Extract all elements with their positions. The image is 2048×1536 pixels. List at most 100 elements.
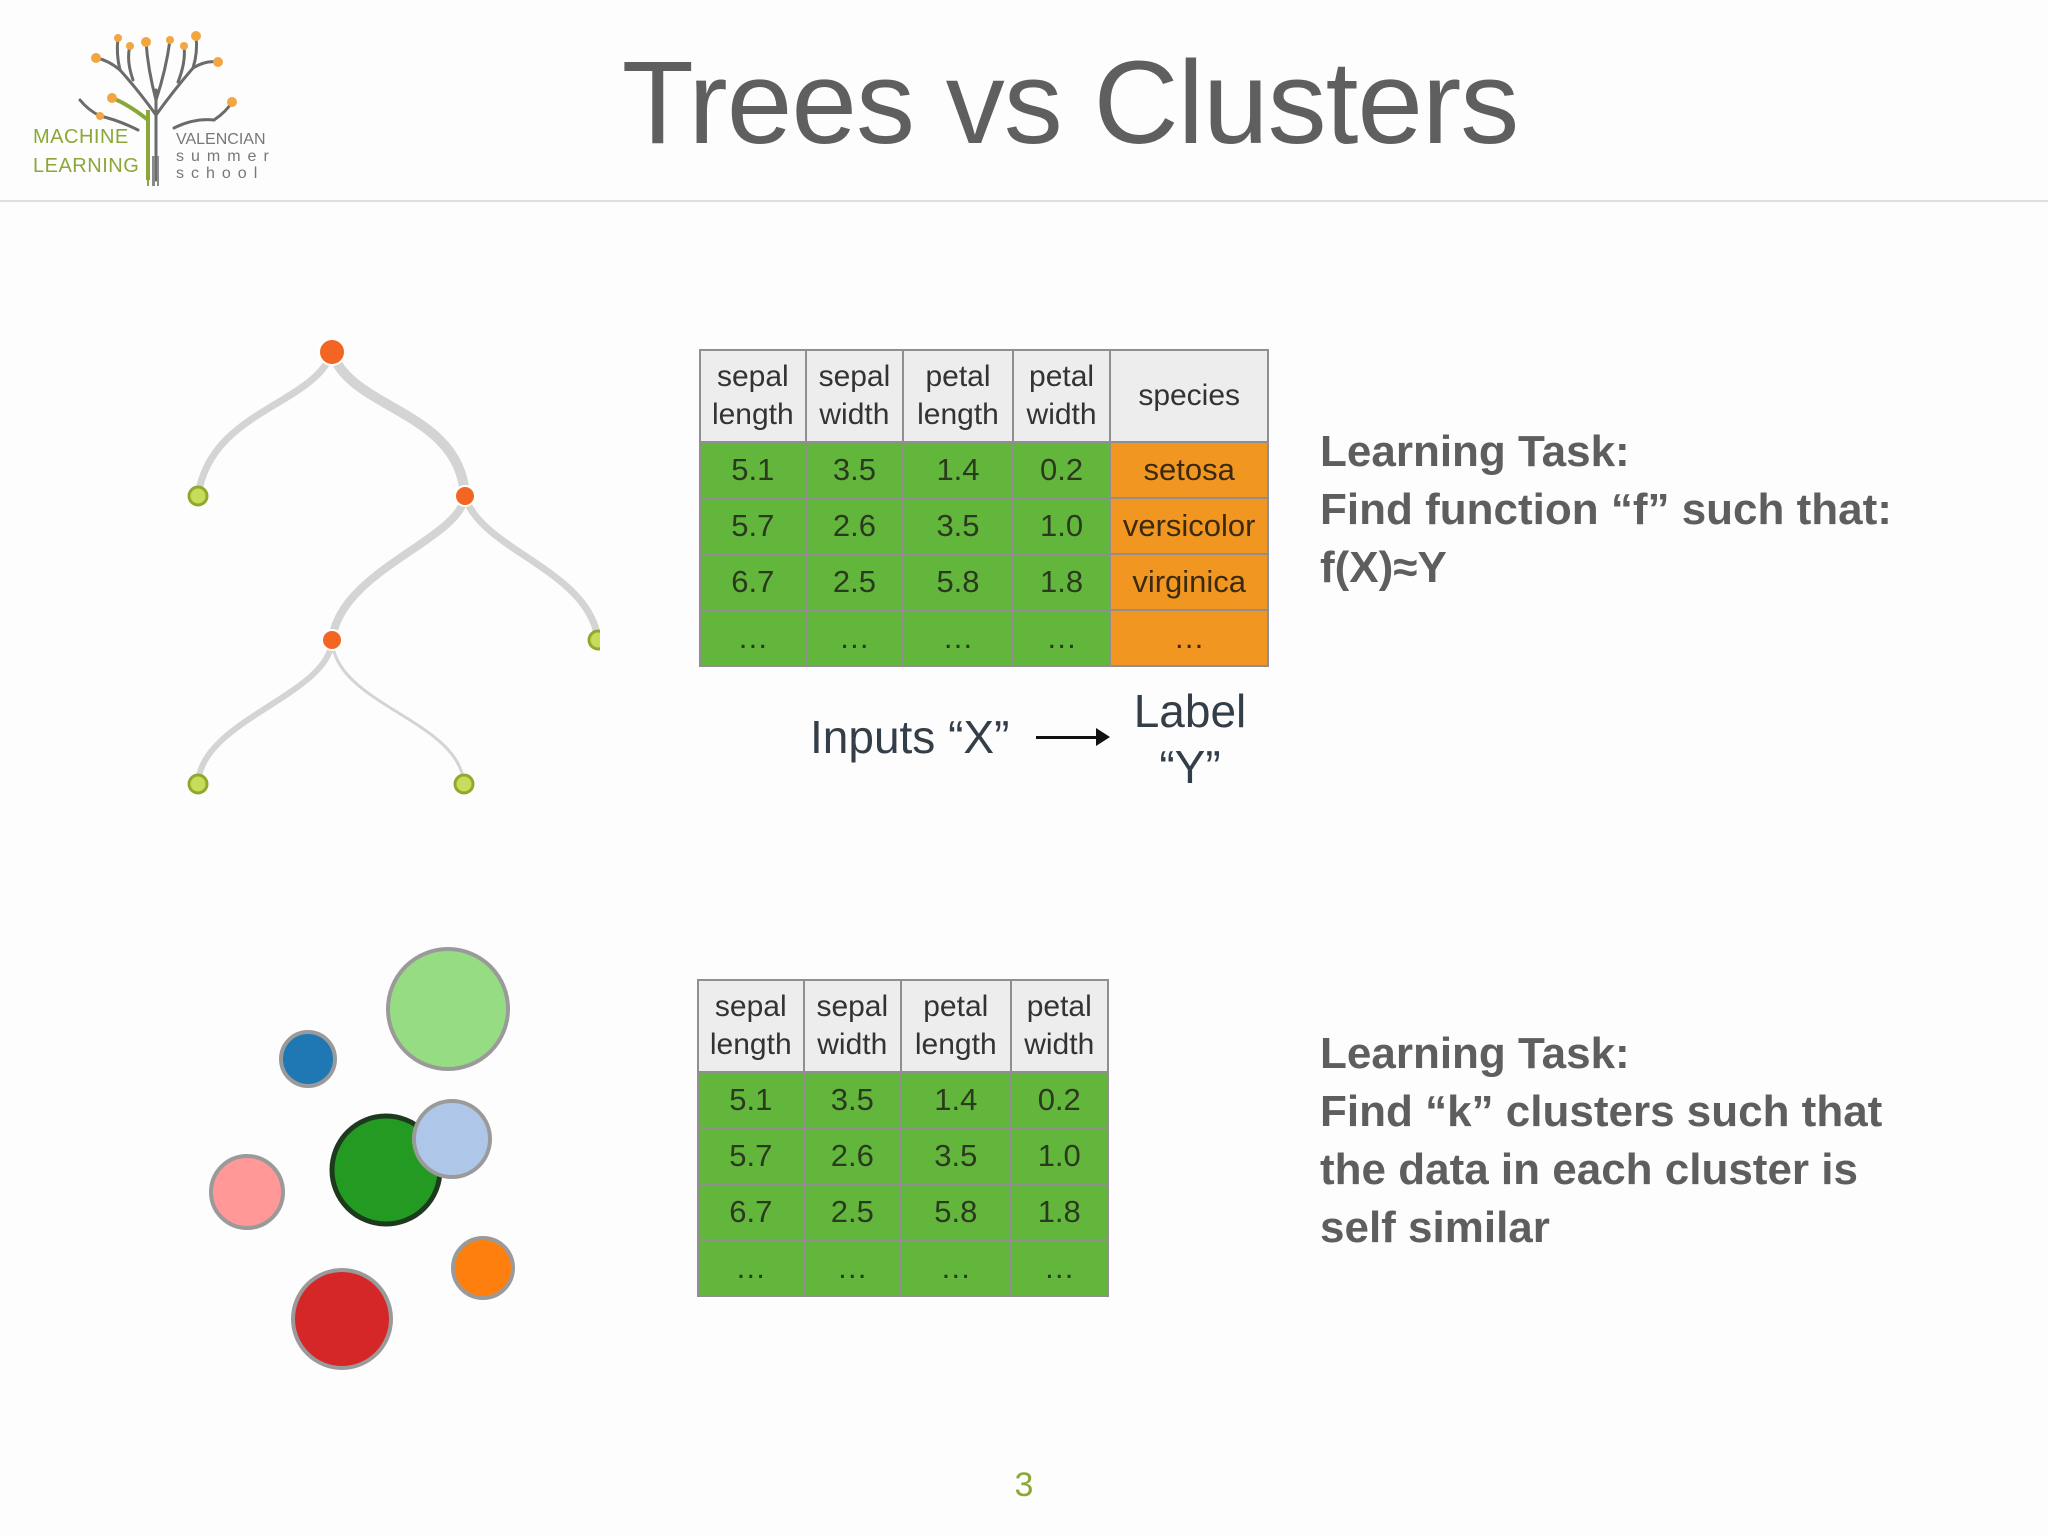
arrow-icon [1036,736,1106,739]
feature-cell: 5.7 [699,497,807,555]
species-cell: … [1109,609,1269,667]
cluster-bubble [209,1154,285,1230]
task-heading: Learning Task: [1320,1029,1630,1078]
task-line: f(X)≈Y [1320,543,1447,592]
species-cell: setosa [1109,441,1269,499]
tree-leaf-node [453,773,475,795]
tree-branch [330,638,466,786]
cluster-bubble [412,1099,492,1179]
feature-cell: … [1009,1239,1109,1297]
slide-header: MACHINE LEARNING VALENCIAN summer school… [0,0,2048,200]
page-number: 3 [1014,1466,1034,1504]
table-row: 5.7 2.6 3.5 1.0 versicolor [699,497,1269,555]
header-divider [0,200,2048,202]
feature-cell: … [697,1239,805,1297]
feature-cell: … [802,1239,903,1297]
arrow-head-icon [1096,728,1110,746]
cluster-bubble [279,1030,337,1088]
feature-cell: 2.6 [802,1127,903,1185]
feature-cell: 2.5 [802,1183,903,1241]
feature-cell: 1.0 [1009,1127,1109,1185]
feature-cell: 1.8 [1009,1183,1109,1241]
logo-text-school: school [176,165,265,182]
table-row: 5.1 3.5 1.4 0.2 setosa [699,441,1269,499]
inputs-x-label: Inputs “X” [810,711,1010,763]
cluster-bubble [451,1236,515,1300]
tree-branch [195,637,335,787]
feature-cell: 6.7 [697,1183,805,1241]
tree-branch [461,492,600,644]
feature-cell: … [900,1239,1012,1297]
cluster-bubble [291,1268,393,1370]
tree-root-node [318,338,346,366]
feature-cell: 3.5 [902,497,1014,555]
clusters-illustration [209,947,515,1370]
column-header-species: species [1109,349,1269,443]
logo-bar [157,156,159,186]
feature-cell: 5.1 [699,441,807,499]
tree-internal-node [321,629,343,651]
species-cell: virginica [1109,553,1269,611]
logo-text-summer: summer [176,148,276,165]
feature-cell: … [1011,609,1112,667]
table-row: … … … … … [699,609,1269,667]
species-cell: versicolor [1109,497,1269,555]
task-line: self similar [1320,1203,1550,1252]
label-y: Label “Y” [1110,683,1270,795]
feature-cell: 6.7 [699,553,807,611]
label-y-line1: Label [1133,685,1247,737]
table-row: 6.7 2.5 5.8 1.8 [697,1183,1109,1241]
tree-branch [328,492,469,644]
feature-cell: 0.2 [1011,441,1112,499]
tree-leaf-node [187,773,209,795]
cluster-bubble [386,947,510,1071]
unsupervised-learning-task: Learning Task: Find “k” clusters such th… [1320,1025,1882,1257]
logo-text-machine: MACHINE [33,126,129,148]
label-y-line2: “Y” [1159,741,1221,793]
feature-cell: 1.4 [902,441,1014,499]
task-heading: Learning Task: [1320,427,1630,476]
tree-branch [194,348,336,500]
task-line: Find function “f” such that: [1320,485,1892,534]
feature-cell: … [902,609,1014,667]
feature-cell: … [804,609,905,667]
feature-cell: 3.5 [804,441,905,499]
feature-cell: 5.7 [697,1127,805,1185]
logo-bar [147,156,149,186]
table-row: … … … … [697,1239,1109,1297]
task-line: Find “k” clusters such that [1320,1087,1883,1136]
table-row: 6.7 2.5 5.8 1.8 virginica [699,553,1269,611]
logo-text-learning: LEARNING [33,155,140,177]
logo-text-valencian: VALENCIAN [176,131,266,148]
feature-cell: 1.4 [900,1071,1012,1129]
tree-leaf-node [587,629,600,651]
feature-cell: 3.5 [802,1071,903,1129]
tree-branch [327,347,470,501]
logo-bar [152,156,155,186]
feature-cell: … [699,609,807,667]
feature-cell: 2.5 [804,553,905,611]
table-row: 5.1 3.5 1.4 0.2 [697,1071,1109,1129]
logo-tree-icon [78,31,237,182]
summer-school-logo: MACHINE LEARNING VALENCIAN summer school [28,20,288,186]
supervised-learning-task: Learning Task: Find function “f” such th… [1320,423,1892,597]
feature-cell: 5.8 [900,1183,1012,1241]
feature-cell: 5.1 [697,1071,805,1129]
task-line: the data in each cluster is [1320,1145,1858,1194]
page-title: Trees vs Clusters [621,37,1520,169]
feature-cell: 3.5 [900,1127,1012,1185]
table-row: 5.7 2.6 3.5 1.0 [697,1127,1109,1185]
